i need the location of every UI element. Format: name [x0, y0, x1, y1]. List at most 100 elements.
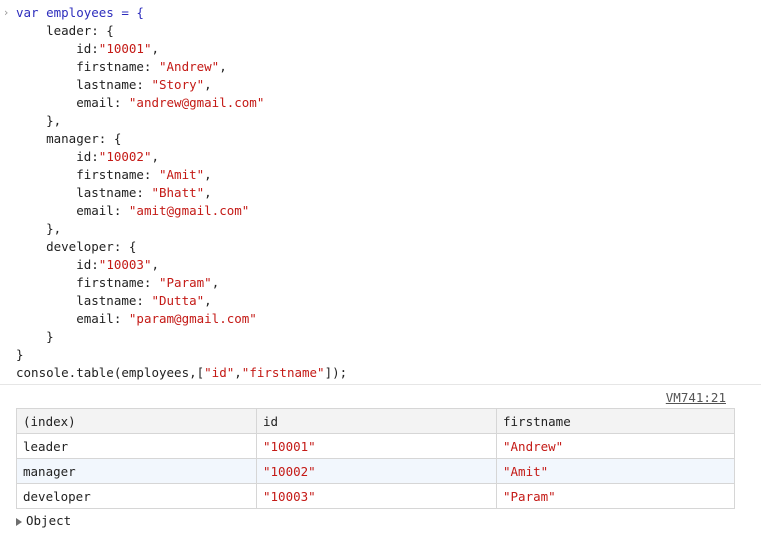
- code-line: firstname: "Amit",: [0, 166, 761, 184]
- code-text: developer: {: [16, 238, 136, 256]
- code-text: id:"10003",: [16, 256, 159, 274]
- code-line: email: "amit@gmail.com": [0, 202, 761, 220]
- code-token: lastname:: [16, 77, 152, 92]
- code-line: id:"10003",: [0, 256, 761, 274]
- code-line: developer: {: [0, 238, 761, 256]
- code-token: email:: [16, 311, 129, 326]
- code-token: ,: [219, 59, 227, 74]
- code-token: lastname:: [16, 185, 152, 200]
- console-input-code: › var employees = { leader: { id:"10001",…: [0, 4, 761, 382]
- string-literal: "firstname": [241, 365, 325, 380]
- table-cell-index: leader: [16, 433, 257, 459]
- table-cell-firstname: "Param": [496, 483, 735, 509]
- string-literal: "Dutta": [151, 293, 205, 308]
- code-text: manager: {: [16, 130, 121, 148]
- code-token: ,: [204, 167, 212, 182]
- code-token: firstname:: [16, 167, 159, 182]
- code-token: ]);: [324, 365, 348, 380]
- table-cell-index: developer: [16, 483, 257, 509]
- code-token: firstname:: [16, 275, 159, 290]
- code-token: },: [16, 221, 62, 236]
- code-text: email: "amit@gmail.com": [16, 202, 249, 220]
- code-text: firstname: "Amit",: [16, 166, 212, 184]
- code-token: }: [16, 329, 54, 344]
- table-cell-id: "10002": [256, 458, 497, 484]
- code-line: lastname: "Story",: [0, 76, 761, 94]
- code-text: email: "param@gmail.com": [16, 310, 257, 328]
- code-line: id:"10002",: [0, 148, 761, 166]
- code-text: email: "andrew@gmail.com": [16, 94, 264, 112]
- code-token: email:: [16, 203, 129, 218]
- code-text: id:"10001",: [16, 40, 159, 58]
- code-token: id:: [16, 257, 99, 272]
- code-line: manager: {: [0, 130, 761, 148]
- code-token: manager: {: [16, 131, 122, 146]
- source-link[interactable]: VM741:21: [665, 390, 726, 405]
- code-token: },: [16, 113, 62, 128]
- string-literal: "Bhatt": [151, 185, 205, 200]
- table-cell-index: manager: [16, 458, 257, 484]
- code-token: id:: [16, 41, 99, 56]
- column-header-firstname[interactable]: firstname: [496, 408, 735, 434]
- string-literal: "andrew@gmail.com": [128, 95, 265, 110]
- column-header-index[interactable]: (index): [16, 408, 257, 434]
- code-text: lastname: "Dutta",: [16, 292, 212, 310]
- code-token: ,: [151, 257, 160, 272]
- column-header-id[interactable]: id: [256, 408, 497, 434]
- code-text: }: [16, 346, 24, 364]
- code-text: lastname: "Story",: [16, 76, 211, 94]
- code-line: },: [0, 220, 761, 238]
- code-text: lastname: "Bhatt",: [16, 184, 212, 202]
- code-line: email: "andrew@gmail.com": [0, 94, 761, 112]
- string-literal: "10002": [98, 149, 152, 164]
- code-line: console.table(employees,["id","firstname…: [0, 364, 761, 382]
- code-token: email:: [16, 95, 129, 110]
- code-line: email: "param@gmail.com": [0, 310, 761, 328]
- code-line: lastname: "Bhatt",: [0, 184, 761, 202]
- table-cell-firstname: "Amit": [496, 458, 735, 484]
- console-table: (index) id firstname leader "10001" "And…: [16, 408, 735, 509]
- table-row: manager "10002" "Amit": [16, 458, 735, 484]
- expand-triangle-icon[interactable]: [16, 517, 22, 526]
- string-literal: "Andrew": [159, 59, 220, 74]
- object-label: Object: [26, 513, 72, 528]
- code-token: }: [16, 347, 24, 362]
- code-token: lastname:: [16, 293, 152, 308]
- string-literal: "amit@gmail.com": [128, 203, 250, 218]
- code-token: ,: [151, 41, 160, 56]
- code-line: },: [0, 112, 761, 130]
- code-token: ,: [234, 365, 242, 380]
- code-line: firstname: "Param",: [0, 274, 761, 292]
- code-token: ,: [204, 293, 212, 308]
- code-token: id:: [16, 149, 99, 164]
- string-literal: "Amit": [159, 167, 205, 182]
- code-line: lastname: "Dutta",: [0, 292, 761, 310]
- code-line: leader: {: [0, 22, 761, 40]
- keyword-token: var employees = {: [16, 5, 144, 20]
- code-line: id:"10001",: [0, 40, 761, 58]
- code-token: ,: [211, 275, 220, 290]
- string-literal: "Param": [159, 275, 212, 290]
- code-text: console.table(employees,["id","firstname…: [16, 364, 347, 382]
- code-token: ,: [151, 149, 160, 164]
- chevron-right-icon: ›: [2, 6, 10, 19]
- table-row: developer "10003" "Param": [16, 483, 735, 509]
- table-cell-firstname: "Andrew": [496, 433, 735, 459]
- console-divider: [0, 384, 761, 385]
- code-line: firstname: "Andrew",: [0, 58, 761, 76]
- code-text: firstname: "Param",: [16, 274, 219, 292]
- code-token: firstname:: [16, 59, 159, 74]
- code-line: }: [0, 328, 761, 346]
- table-cell-id: "10003": [256, 483, 497, 509]
- table-header-row: (index) id firstname: [16, 408, 735, 434]
- string-literal: "param@gmail.com": [128, 311, 257, 326]
- code-text: leader: {: [16, 22, 114, 40]
- code-token: leader: {: [16, 23, 114, 38]
- code-line: › var employees = {: [0, 4, 761, 22]
- code-token: ,: [204, 185, 212, 200]
- code-text: var employees = {: [16, 4, 144, 22]
- code-text: }: [16, 328, 54, 346]
- object-expander[interactable]: Object: [16, 512, 71, 530]
- code-text: firstname: "Andrew",: [16, 58, 227, 76]
- code-token: console.table(employees,[: [16, 365, 205, 380]
